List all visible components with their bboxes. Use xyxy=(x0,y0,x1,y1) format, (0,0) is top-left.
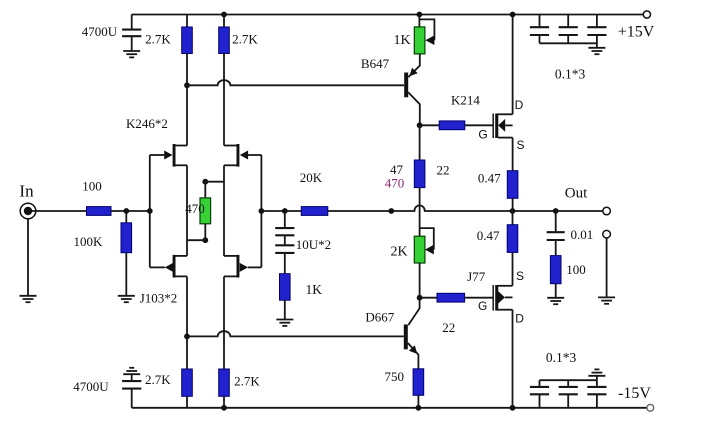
svg-text:D: D xyxy=(515,98,524,112)
svg-text:1K: 1K xyxy=(393,33,410,48)
svg-text:2K: 2K xyxy=(390,245,407,260)
svg-text:In: In xyxy=(19,182,34,201)
svg-text:K214: K214 xyxy=(451,92,480,107)
svg-text:2.7K: 2.7K xyxy=(234,374,260,389)
svg-text:22: 22 xyxy=(442,320,455,335)
svg-text:S: S xyxy=(516,138,524,152)
svg-text:0.1*3: 0.1*3 xyxy=(555,67,586,82)
svg-text:D667: D667 xyxy=(365,310,394,325)
svg-text:J103*2: J103*2 xyxy=(140,291,178,306)
svg-text:470: 470 xyxy=(185,201,205,216)
svg-text:+15V: +15V xyxy=(618,24,655,41)
svg-text:470: 470 xyxy=(385,176,405,191)
svg-text:100: 100 xyxy=(82,178,102,193)
svg-text:0.1*3: 0.1*3 xyxy=(546,350,577,365)
svg-text:4700U: 4700U xyxy=(73,379,109,394)
svg-text:0.47: 0.47 xyxy=(478,170,501,185)
svg-text:0.01: 0.01 xyxy=(571,227,594,242)
svg-text:4700U: 4700U xyxy=(82,24,118,39)
svg-text:22: 22 xyxy=(437,163,450,178)
svg-text:2.7K: 2.7K xyxy=(145,372,171,387)
svg-text:-15V: -15V xyxy=(618,385,651,402)
svg-text:S: S xyxy=(516,269,524,283)
svg-text:K246*2: K246*2 xyxy=(126,116,168,131)
svg-text:750: 750 xyxy=(385,369,405,384)
svg-text:J77: J77 xyxy=(467,269,486,284)
svg-text:2.7K: 2.7K xyxy=(145,32,171,47)
svg-text:10U*2: 10U*2 xyxy=(296,237,331,252)
svg-text:100: 100 xyxy=(566,262,586,277)
svg-text:20K: 20K xyxy=(300,170,323,185)
svg-text:2.7K: 2.7K xyxy=(232,32,258,47)
svg-text:B647: B647 xyxy=(361,56,390,71)
svg-text:D: D xyxy=(515,311,524,325)
svg-text:Out: Out xyxy=(565,185,588,201)
svg-text:47: 47 xyxy=(390,162,404,177)
svg-text:G: G xyxy=(478,127,487,141)
svg-text:G: G xyxy=(478,299,487,313)
svg-text:0.47: 0.47 xyxy=(477,228,500,243)
svg-text:100K: 100K xyxy=(74,234,104,249)
svg-text:1K: 1K xyxy=(305,282,322,297)
